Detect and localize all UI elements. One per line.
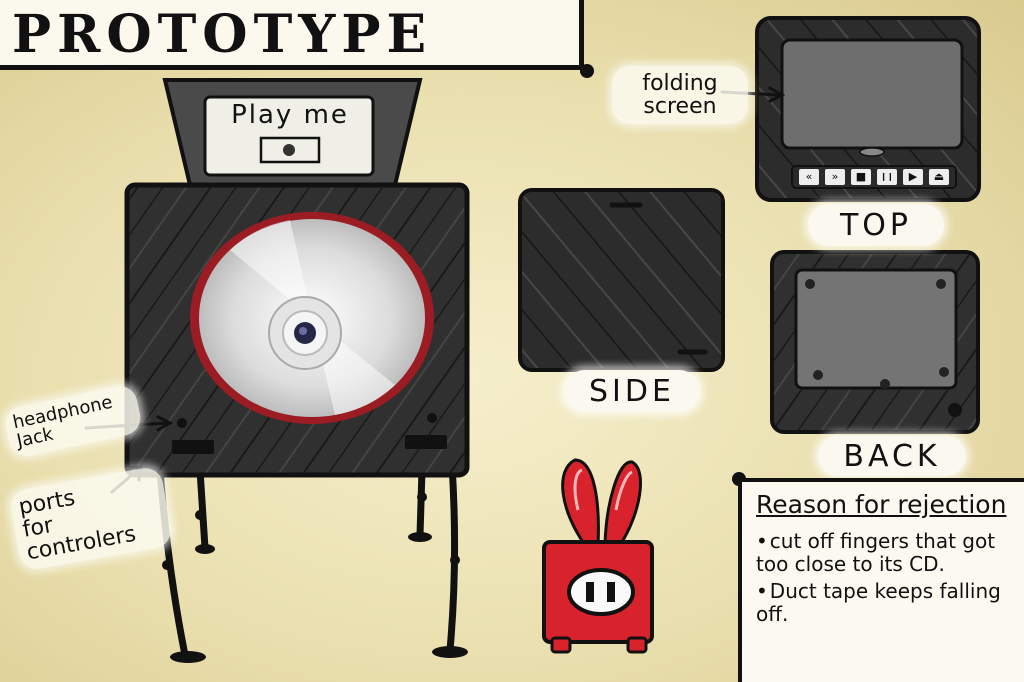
back-view bbox=[770, 250, 980, 434]
top-label: TOP bbox=[808, 204, 944, 246]
side-label: SIDE bbox=[564, 370, 700, 412]
disc-icon bbox=[190, 212, 434, 424]
reason-panel: Reason for rejection cut off fingers tha… bbox=[738, 478, 1024, 682]
page-title: PROTOTYPE bbox=[12, 4, 433, 65]
back-label: BACK bbox=[818, 436, 966, 476]
list-item: Duct tape keeps falling off. bbox=[756, 580, 1018, 626]
reason-title: Reason for rejection bbox=[756, 490, 1007, 519]
reason-list: cut off fingers that got too close to it… bbox=[756, 530, 1018, 630]
play-button[interactable]: ▶ bbox=[903, 169, 923, 185]
side-view bbox=[518, 188, 725, 372]
list-item: cut off fingers that got too close to it… bbox=[756, 530, 1018, 576]
device-legs bbox=[156, 461, 459, 659]
eject-button[interactable]: ⏏ bbox=[929, 169, 949, 185]
pause-button[interactable]: ❙❙ bbox=[877, 169, 897, 185]
media-controls: « » ■ ❙❙ ▶ ⏏ bbox=[796, 168, 952, 186]
main-folding-screen bbox=[162, 78, 423, 187]
rewind-button[interactable]: « bbox=[799, 169, 819, 185]
title-corner-dot bbox=[580, 64, 594, 78]
fast-forward-button[interactable]: » bbox=[825, 169, 845, 185]
folding-screen-label: folding screen bbox=[612, 66, 748, 125]
stop-button[interactable]: ■ bbox=[851, 169, 871, 185]
title-banner: PROTOTYPE bbox=[0, 0, 584, 70]
screen-text: Play me bbox=[231, 100, 349, 130]
bunny-mascot-icon bbox=[542, 458, 654, 654]
